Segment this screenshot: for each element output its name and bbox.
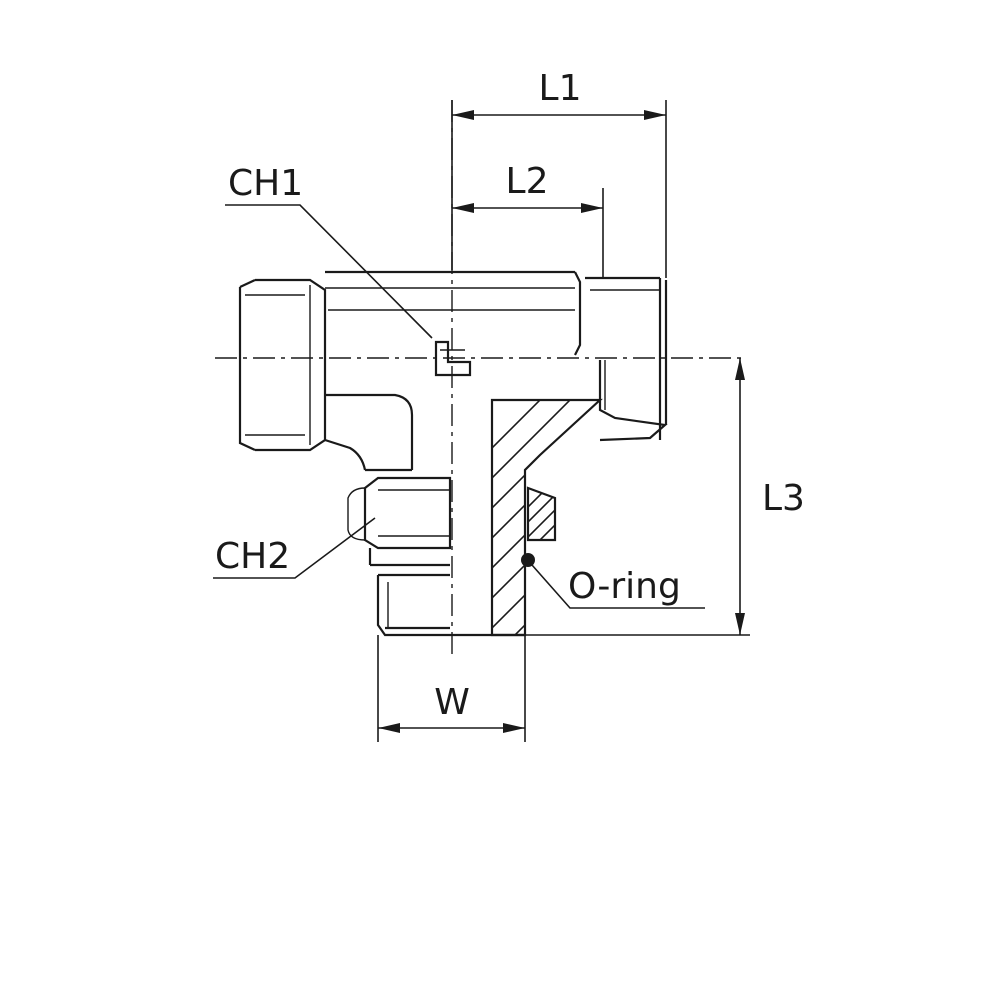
label-oring: O-ring (568, 566, 681, 607)
label-ch2: CH2 (215, 536, 290, 577)
o-ring-circle (521, 553, 535, 567)
dimension-l3 (525, 358, 750, 636)
lower-stud (376, 573, 525, 637)
tee-body (324, 270, 668, 472)
center-detail (434, 340, 472, 377)
label-l3: L3 (762, 478, 805, 519)
label-l2: L2 (506, 161, 549, 202)
label-w: W (434, 682, 470, 723)
dimension-l2 (452, 188, 604, 278)
label-ch1: CH1 (228, 163, 303, 204)
dimension-l1 (451, 100, 667, 278)
left-threaded-end (238, 278, 327, 452)
label-l1: L1 (539, 68, 582, 109)
swivel-nut (347, 476, 452, 567)
dimension-w (377, 635, 526, 742)
leader-ch1 (225, 204, 433, 339)
leader-oring (531, 564, 705, 609)
leader-ch2 (213, 517, 376, 579)
